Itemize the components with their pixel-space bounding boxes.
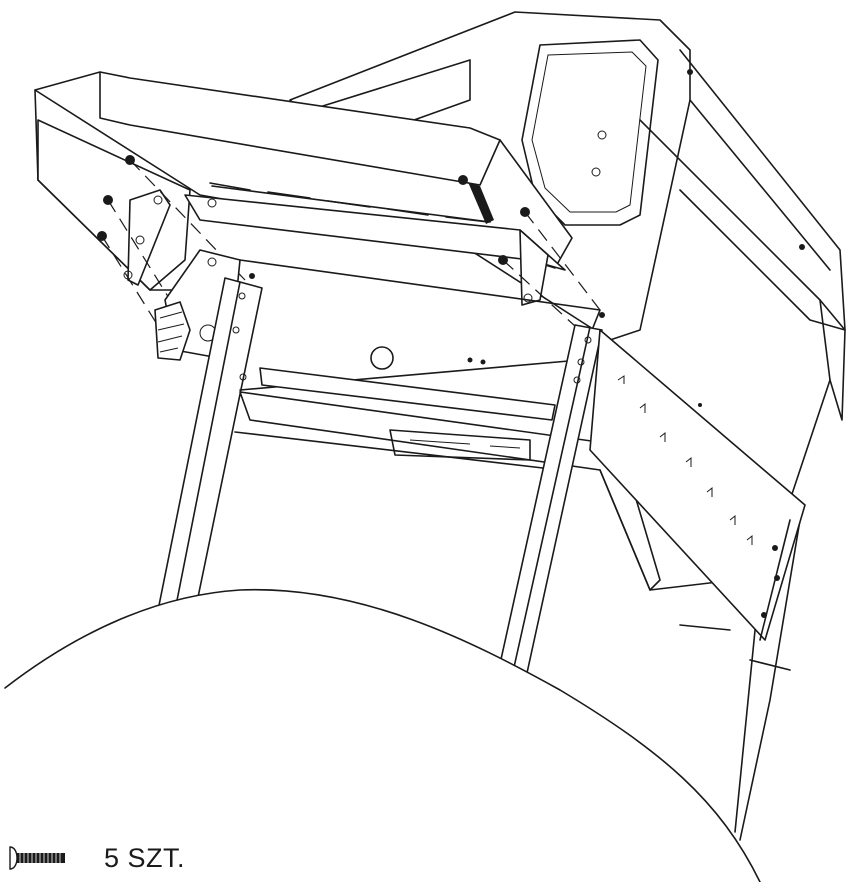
perforated-panel: [589, 329, 806, 641]
corner-brackets: [123, 189, 549, 306]
floor-curve: [0, 588, 761, 882]
quantity-label: 5 SZT.: [104, 842, 186, 873]
button-head-screw-icon: [9, 846, 65, 870]
part-quantity: 5 SZT.: [0, 838, 185, 878]
right-leg: [491, 312, 605, 706]
